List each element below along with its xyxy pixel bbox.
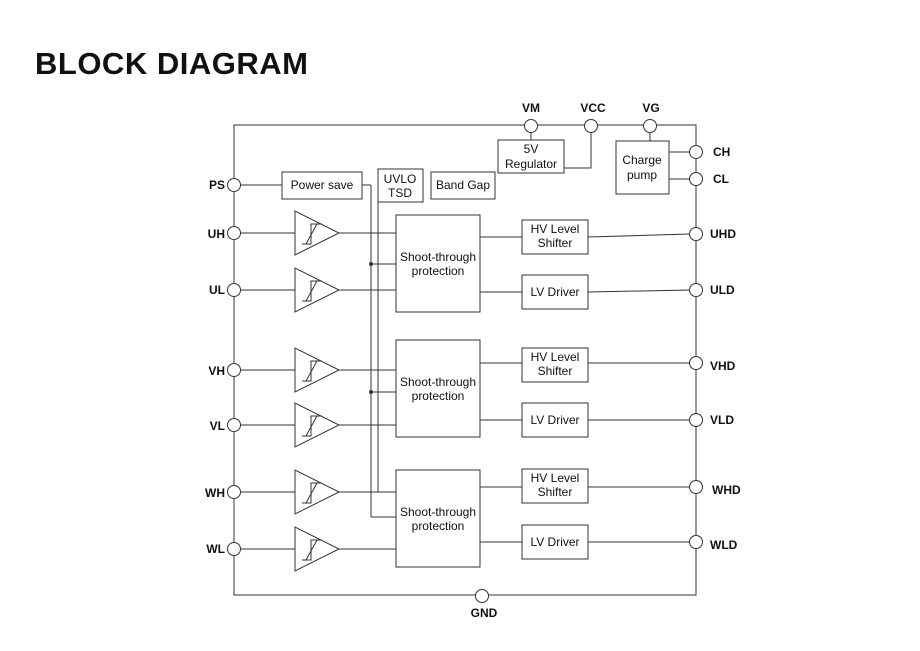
- shoot-through-protection-w: [395, 469, 481, 568]
- ul-pin-label: UL: [209, 283, 225, 297]
- hvls-w-label-2: Shifter: [538, 485, 573, 499]
- stp-u-label-1: Shoot-through: [400, 250, 476, 264]
- uld-pin-label: ULD: [710, 283, 735, 297]
- lvd-u-label: LV Driver: [530, 285, 579, 299]
- hvls-w-label-1: HV Level: [531, 471, 580, 485]
- shoot-through-protection-u: [395, 214, 481, 313]
- lv-driver-u: [521, 274, 589, 310]
- cl-pin: [689, 172, 703, 186]
- vh-pin: [227, 363, 241, 377]
- vcc-pin: [584, 119, 598, 133]
- lv-driver-w: [521, 524, 589, 560]
- lvd-w-label: LV Driver: [530, 535, 579, 549]
- gnd-pin: [475, 589, 489, 603]
- schmitt-buffer-vh: [294, 347, 341, 393]
- wld-pin: [689, 535, 703, 549]
- ps-pin-label: PS: [209, 178, 225, 192]
- ul-pin: [227, 283, 241, 297]
- schmitt-buffer-uh: [294, 210, 341, 256]
- wl-pin-label: WL: [206, 542, 225, 556]
- hvls-v-label-2: Shifter: [538, 364, 573, 378]
- vh-pin-label: VH: [208, 364, 225, 378]
- vld-pin-label: VLD: [710, 413, 734, 427]
- uld-pin: [689, 283, 703, 297]
- regulator-label-1: 5V: [524, 142, 539, 156]
- wld-pin-label: WLD: [710, 538, 738, 552]
- charge-pump-label-2: pump: [627, 168, 657, 182]
- shoot-through-protection-v: [395, 339, 481, 438]
- gnd-pin-label: GND: [471, 606, 498, 620]
- schmitt-buffer-wh: [294, 469, 341, 515]
- schmitt-buffer-vl: [294, 402, 341, 448]
- ch-pin-label: CH: [713, 145, 730, 159]
- schmitt-buffer-ul: [294, 267, 341, 313]
- vg-pin-label: VG: [642, 101, 659, 115]
- hvls-u-label-2: Shifter: [538, 236, 573, 250]
- page-title: BLOCK DIAGRAM: [35, 46, 309, 81]
- power-save-label: Power save: [291, 178, 354, 192]
- vm-pin-label: VM: [522, 101, 540, 115]
- vl-pin-label: VL: [210, 419, 225, 433]
- lvd-v-label: LV Driver: [530, 413, 579, 427]
- vl-pin: [227, 418, 241, 432]
- band-gap-block: [430, 171, 496, 200]
- uvlo-tsd-block: [377, 168, 424, 203]
- regulator-label-2: Regulator: [505, 157, 557, 171]
- hv-level-shifter-w: [521, 468, 589, 504]
- whd-pin: [689, 480, 703, 494]
- stp-v-label-1: Shoot-through: [400, 375, 476, 389]
- wh-pin: [227, 485, 241, 499]
- ch-pin: [689, 145, 703, 159]
- wh-pin-label: WH: [205, 486, 225, 500]
- vm-pin: [524, 119, 538, 133]
- charge-pump-block: [615, 140, 670, 195]
- whd-pin-label: WHD: [712, 483, 741, 497]
- vhd-pin: [689, 356, 703, 370]
- stp-w-label-1: Shoot-through: [400, 505, 476, 519]
- stp-u-label-2: protection: [412, 264, 465, 278]
- regulator-block: [497, 139, 565, 174]
- hvls-v-label-1: HV Level: [531, 350, 580, 364]
- uvlo-label: UVLO: [384, 172, 417, 186]
- uhd-pin: [689, 227, 703, 241]
- wl-pin: [227, 542, 241, 556]
- tsd-label: TSD: [388, 186, 412, 200]
- lv-driver-v: [521, 402, 589, 438]
- hv-level-shifter-v: [521, 347, 589, 383]
- hvls-u-label-1: HV Level: [531, 222, 580, 236]
- uh-pin-label: UH: [208, 227, 225, 241]
- charge-pump-label-1: Charge: [622, 153, 662, 167]
- hv-level-shifter-u: [521, 219, 589, 255]
- schmitt-buffer-wl: [294, 526, 341, 572]
- ps-pin: [227, 178, 241, 192]
- cl-pin-label: CL: [713, 172, 729, 186]
- band-gap-label: Band Gap: [436, 178, 490, 192]
- uh-pin: [227, 226, 241, 240]
- vg-pin: [643, 119, 657, 133]
- uhd-pin-label: UHD: [710, 227, 736, 241]
- vcc-pin-label: VCC: [580, 101, 606, 115]
- vld-pin: [689, 413, 703, 427]
- vhd-pin-label: VHD: [710, 359, 736, 373]
- stp-w-label-2: protection: [412, 519, 465, 533]
- stp-v-label-2: protection: [412, 389, 465, 403]
